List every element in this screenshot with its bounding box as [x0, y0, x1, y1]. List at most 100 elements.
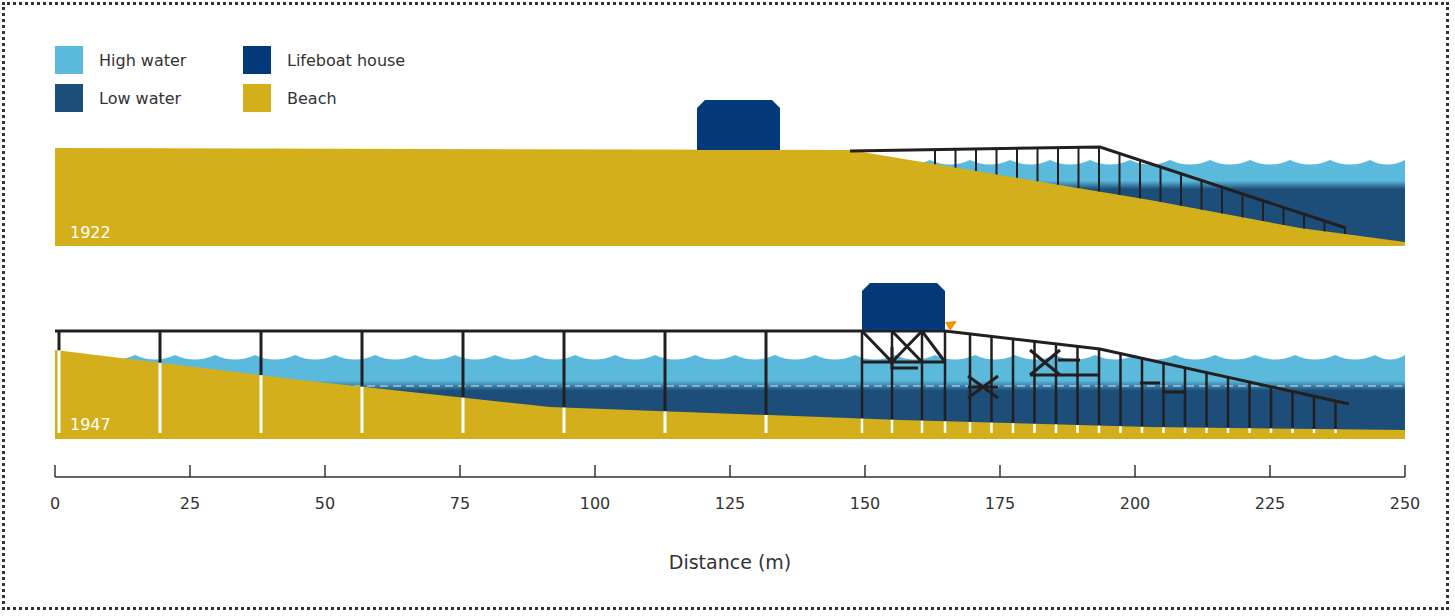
axis-tick: [1134, 465, 1136, 477]
axis-number: 100: [580, 494, 611, 513]
pier-post: [1016, 148, 1018, 178]
axis-number: 50: [315, 494, 335, 513]
pier-post: [1141, 358, 1144, 426]
distance-axis: [55, 465, 1405, 477]
axis-number: 150: [850, 494, 881, 513]
axis-tick: [459, 465, 461, 477]
pier-post-buried: [563, 408, 566, 433]
pier-post-buried: [944, 421, 947, 433]
axis-number: 250: [1390, 494, 1421, 513]
legend-swatch: [243, 84, 271, 112]
axis-number: 175: [985, 494, 1016, 513]
pier-post: [1180, 174, 1182, 206]
axis-number: 25: [180, 494, 200, 513]
legend-swatch: [55, 46, 83, 74]
pier-post-buried: [1205, 428, 1208, 433]
axis-number: 75: [450, 494, 470, 513]
pier-post: [1242, 194, 1244, 217]
pier-post: [1221, 187, 1223, 213]
axis-tick: [864, 465, 866, 477]
pier-post: [1303, 214, 1305, 228]
pier-post: [1033, 341, 1036, 423]
pier-post: [1334, 401, 1337, 429]
pier-post-buried: [1055, 424, 1058, 433]
pier-post: [462, 331, 465, 398]
pier-1947: [55, 331, 1349, 433]
pier-post: [1119, 354, 1122, 427]
pier-post-buried: [969, 422, 972, 433]
pier-post: [563, 331, 566, 408]
pier-post: [1262, 201, 1264, 221]
pier-post-buried: [1248, 428, 1251, 433]
pier-post: [996, 149, 998, 175]
axis-tick: [594, 465, 596, 477]
beach-1947: [55, 350, 1405, 439]
pier-post: [944, 331, 947, 421]
axis-number: 225: [1255, 494, 1286, 513]
pier-post: [1057, 148, 1059, 185]
pier-post: [1098, 349, 1101, 426]
pier-post: [1324, 221, 1326, 231]
legend-swatch: [55, 84, 83, 112]
legend-text: Beach: [287, 89, 337, 108]
pier-post: [1291, 392, 1294, 429]
slipway-boat: [945, 321, 957, 331]
pier-post: [1184, 368, 1187, 428]
pier-post-buried: [159, 363, 162, 433]
pier-post: [1313, 396, 1316, 429]
pier-post: [1201, 180, 1203, 209]
axis-tick: [1404, 465, 1406, 477]
pier-post: [934, 150, 936, 165]
axis-number: 200: [1120, 494, 1151, 513]
pier-post-buried: [1141, 427, 1144, 433]
axis-tick: [729, 465, 731, 477]
pier-post-buried: [1012, 423, 1015, 433]
pier-post: [1119, 153, 1121, 194]
pier-post: [260, 331, 263, 375]
pier-post: [58, 331, 61, 350]
pier-post: [1037, 148, 1039, 181]
pier-post-buried: [891, 420, 894, 433]
axis-number: 0: [50, 494, 60, 513]
pier-post: [1139, 160, 1141, 198]
lifeboat-house-1947: [862, 283, 945, 330]
pier-post-buried: [1033, 424, 1036, 433]
axis-tick: [189, 465, 191, 477]
pier-post-buried: [861, 419, 864, 433]
pier-post: [1055, 344, 1058, 424]
pier-post-buried: [1270, 428, 1273, 433]
pier-post: [1227, 377, 1230, 428]
pier-post-buried: [1119, 426, 1122, 433]
pier-post: [1270, 387, 1273, 429]
pier-post: [921, 331, 924, 421]
year-label: 1922: [70, 223, 111, 242]
year-label: 1947: [70, 415, 111, 434]
pier-post: [1012, 339, 1015, 423]
pier-post: [1205, 373, 1208, 428]
pier-post: [861, 331, 864, 419]
pier-post: [891, 331, 894, 420]
pier-post-buried: [664, 411, 667, 433]
pier-post-buried: [1334, 429, 1337, 433]
axis-tick: [1269, 465, 1271, 477]
legend-text: Lifeboat house: [287, 51, 405, 70]
lifeboat-house-1922: [697, 100, 780, 150]
pier-post-buried: [1098, 426, 1101, 433]
pier-post: [159, 331, 162, 363]
axis-tick: [999, 465, 1001, 477]
pier-post: [664, 331, 667, 411]
pier-post-buried: [1291, 429, 1294, 433]
pier-post-buried: [260, 375, 263, 433]
pier-post: [955, 149, 957, 167]
pier-post-buried: [1184, 427, 1187, 433]
pier-post: [990, 336, 993, 422]
legend-text: Low water: [99, 89, 181, 108]
pier-post-buried: [58, 350, 61, 433]
pier-post: [765, 331, 768, 415]
axis-tick: [54, 465, 56, 477]
pier-post-buried: [462, 398, 465, 433]
legend-text: High water: [99, 51, 186, 70]
pier-post-buried: [1162, 427, 1165, 433]
